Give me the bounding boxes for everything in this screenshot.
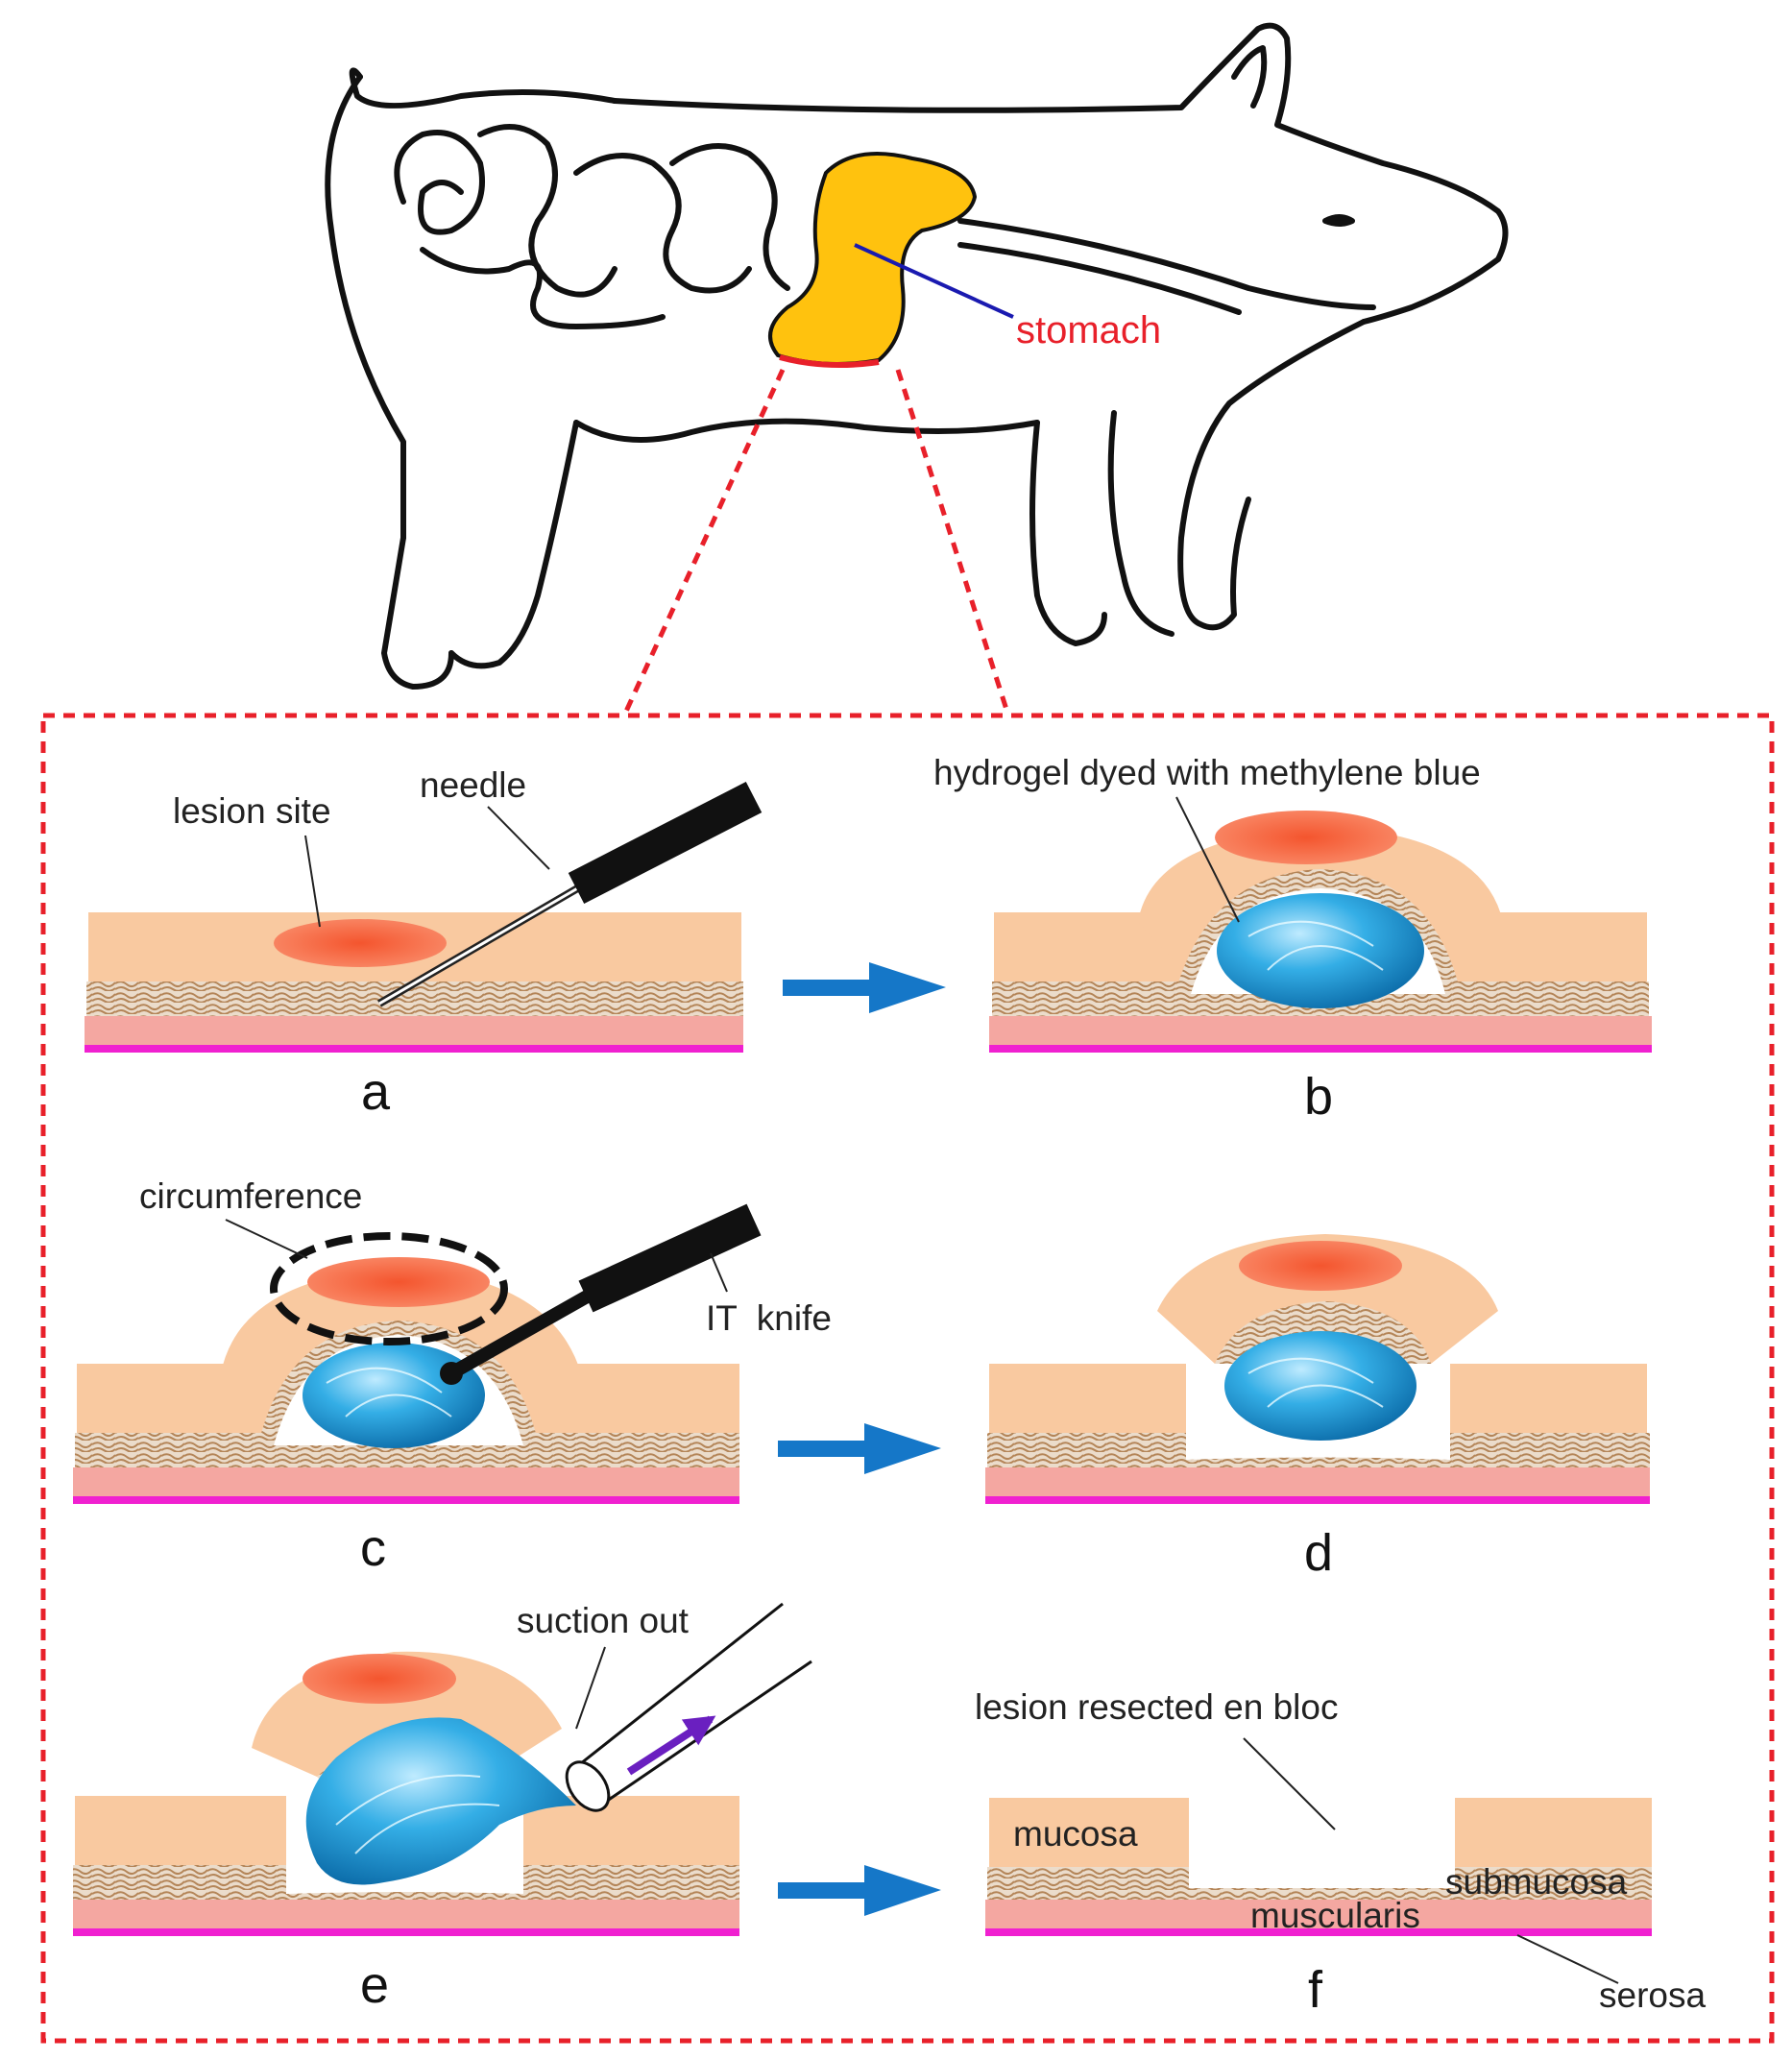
panel-label-a: a <box>361 1063 391 1121</box>
label-serosa: serosa <box>1599 1975 1706 2015</box>
suction-tube-opening <box>565 1760 611 1812</box>
zoom-line-right <box>895 369 1011 716</box>
stomach-shape <box>768 152 978 366</box>
label-hydrogel: hydrogel dyed with methylene blue <box>933 753 1481 792</box>
panel-label-f: f <box>1308 1961 1323 2019</box>
lesion <box>303 1654 456 1704</box>
panel-label-d: d <box>1304 1524 1333 1582</box>
hydrogel-bubble <box>1217 893 1424 1008</box>
label-it-knife: IT knife <box>706 1298 832 1338</box>
pig-outline <box>325 22 1509 690</box>
panel-b: hydrogel dyed with methylene blue b <box>933 753 1652 1126</box>
label-lesion-resected: lesion resected en bloc <box>975 1687 1338 1727</box>
lesion <box>274 919 447 967</box>
hydrogel-drop <box>305 1717 576 1885</box>
arrow-e-f <box>778 1865 941 1916</box>
needle-handle <box>568 781 763 905</box>
zoom-line-left <box>621 368 786 717</box>
panel-a: lesion site needle a <box>85 765 763 1121</box>
arrow-a-b <box>783 962 946 1013</box>
zoom-frame <box>40 713 1775 2044</box>
label-needle: needle <box>420 765 526 805</box>
label-suction-out: suction out <box>517 1601 690 1640</box>
suction-direction-arrow <box>626 1715 716 1776</box>
lesion <box>1215 811 1397 864</box>
panel-e: suction out e <box>73 1601 812 2014</box>
lesion <box>307 1257 490 1307</box>
label-mucosa: mucosa <box>1013 1814 1138 1854</box>
stomach-pointer <box>854 243 1014 319</box>
stomach-label: stomach <box>1016 309 1161 351</box>
stomach-lesion-edge <box>779 354 880 369</box>
circumference-outline <box>270 1232 508 1345</box>
arrow-c-d <box>778 1423 941 1474</box>
panel-d: d <box>985 1234 1650 1582</box>
panel-c: circumference IT knife c <box>73 1176 832 1577</box>
panel-label-e: e <box>360 1956 389 2014</box>
label-circumference: circumference <box>139 1176 362 1216</box>
panel-f: lesion resected en bloc mucosa submucosa… <box>975 1687 1706 2019</box>
label-lesion-site: lesion site <box>173 791 331 831</box>
panel-label-c: c <box>360 1519 386 1577</box>
label-muscularis: muscularis <box>1250 1896 1420 1935</box>
panel-label-b: b <box>1304 1068 1333 1126</box>
label-submucosa: submucosa <box>1445 1862 1628 1902</box>
it-knife-handle <box>578 1203 762 1313</box>
lesion <box>1239 1241 1402 1291</box>
